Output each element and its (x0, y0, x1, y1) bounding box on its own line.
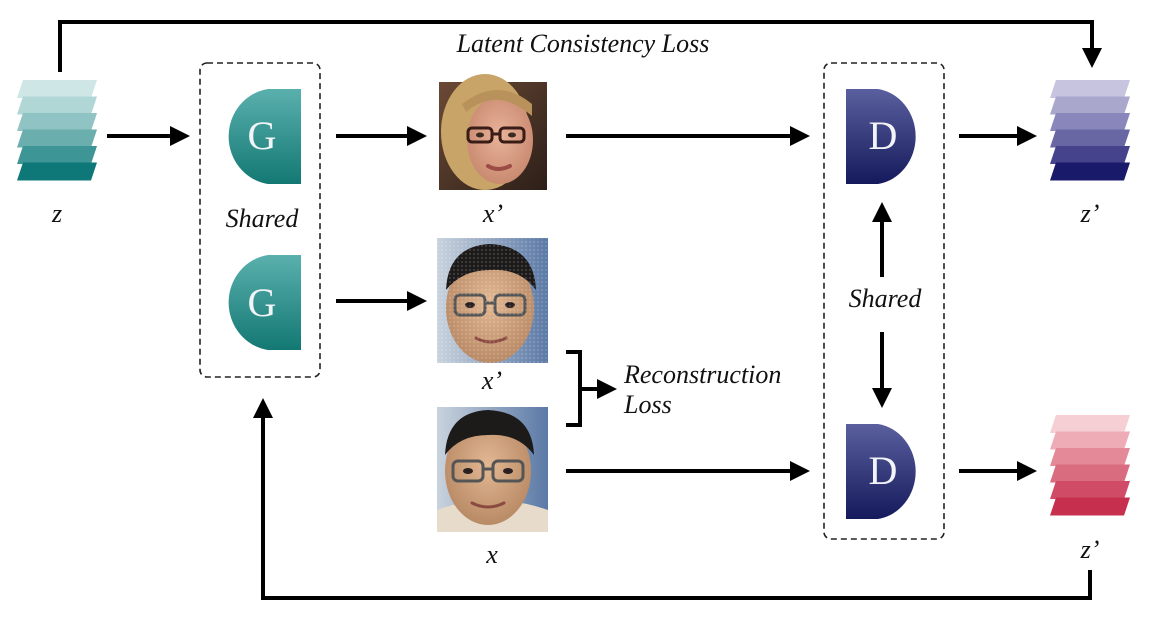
real-face-image-man (437, 407, 548, 532)
z-prime-top-layer-1 (1050, 80, 1130, 98)
z-input-layer-5 (17, 146, 97, 164)
x-real-label: x (485, 540, 498, 569)
discriminator-top-letter: D (869, 113, 898, 158)
latent-consistency-loop: Latent Consistency Loss (58, 20, 1102, 72)
z-input-layer-3 (17, 113, 97, 131)
discriminator-shared-box (823, 62, 945, 540)
z-prime-bottom-layer-5 (1050, 481, 1130, 499)
generator-bottom-letter: G (248, 280, 277, 325)
z-input-layer-6 (17, 162, 97, 181)
bottom-feedback-loop-line (253, 398, 1092, 600)
z-input-layer-1 (17, 80, 97, 98)
z-prime-bottom-layer-1 (1050, 415, 1130, 433)
generator-block-top: G (228, 89, 301, 184)
x-prime-mid-label: x’ (481, 366, 502, 395)
discriminator-block-top: D (846, 89, 916, 184)
z-prime-bottom-layer-6 (1050, 497, 1130, 516)
discriminator-shared-label: Shared (849, 284, 923, 313)
discriminator-block-bottom: D (846, 424, 916, 519)
reconstruction-loss-line1: Reconstruction (623, 360, 781, 389)
z-prime-bottom-layer-3 (1050, 448, 1130, 466)
z-input-layer-4 (17, 129, 97, 148)
z-prime-top-layer-3 (1050, 113, 1130, 131)
latent-consistency-loss-label: Latent Consistency Loss (456, 29, 710, 58)
generator-block-bottom: G (228, 255, 301, 350)
z-input-label: z (51, 199, 62, 228)
reconstructed-face-image-man (437, 238, 548, 363)
reconstruction-loss-label: Reconstruction Loss (623, 360, 788, 419)
z-prime-bottom-layer-2 (1050, 431, 1130, 450)
z-input-layer-2 (17, 96, 97, 115)
z-prime-bottom-label: z’ (1080, 535, 1100, 564)
reconstruction-bracket (566, 350, 617, 427)
z-prime-bottom-layer-4 (1050, 464, 1130, 483)
z-prime-top-layer-6 (1050, 162, 1130, 181)
generator-shared-label: Shared (226, 204, 300, 233)
z-prime-top-layer-4 (1050, 129, 1130, 148)
x-prime-top-label: x’ (482, 199, 503, 228)
generated-face-image-woman (439, 74, 547, 190)
z-prime-top-label: z’ (1080, 199, 1100, 228)
discriminator-bottom-letter: D (869, 448, 898, 493)
latent-z-prime-top-stack (1050, 80, 1130, 181)
generator-shared-box (199, 62, 321, 378)
generator-top-letter: G (248, 113, 277, 158)
latent-z-input-stack (17, 80, 97, 181)
latent-loop-line (58, 20, 1102, 72)
reconstruction-loss-line2: Loss (623, 390, 672, 419)
z-prime-top-layer-5 (1050, 146, 1130, 164)
latent-z-prime-bottom-stack (1050, 415, 1130, 516)
z-prime-top-layer-2 (1050, 96, 1130, 115)
